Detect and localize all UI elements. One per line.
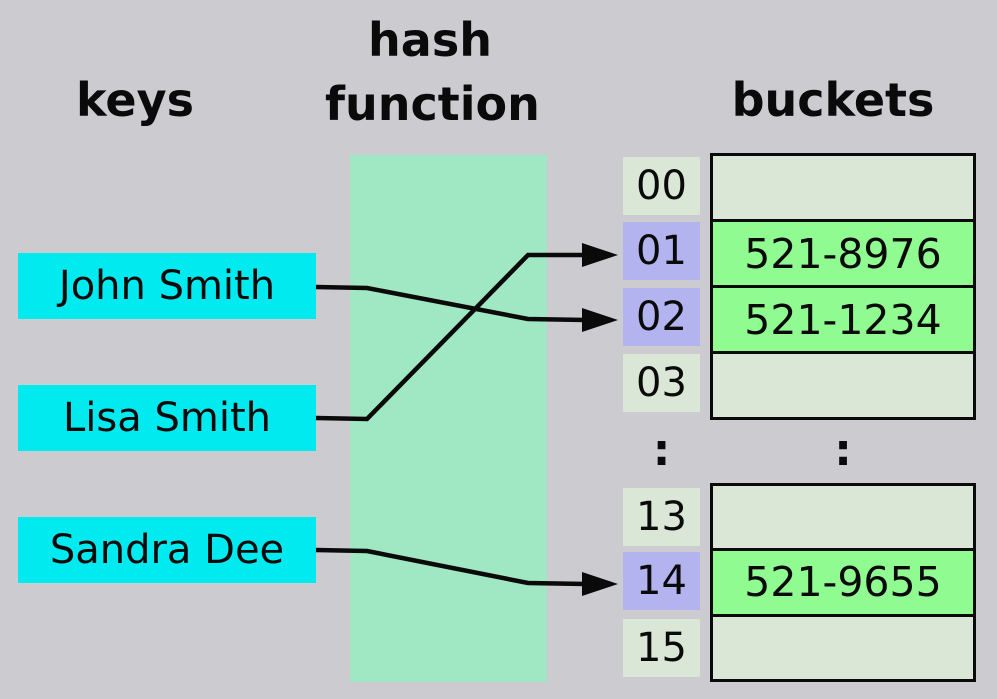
bucket-cell-14: 521-9655	[713, 548, 973, 614]
arrow-john-smith-to-02	[315, 284, 618, 332]
bucket-column-ellipsis: :	[834, 424, 852, 476]
bucket-index-14: 14	[623, 552, 700, 610]
bucket-index-03: 03	[623, 354, 700, 412]
bucket-index-13: 13	[623, 488, 700, 546]
hash-function-header-line1: hash	[368, 13, 492, 67]
keys-header: keys	[76, 73, 194, 127]
bucket-cell-02: 521-1234	[713, 285, 973, 351]
bucket-index-00: 00	[623, 157, 700, 215]
buckets-header: buckets	[731, 73, 935, 127]
bucket-index-02: 02	[623, 288, 700, 346]
bucket-cell-01: 521-8976	[713, 219, 973, 285]
key-box-sandra-dee: Sandra Dee	[18, 517, 316, 583]
bucket-index-01: 01	[623, 222, 700, 280]
hash-function-header-line2: function	[325, 77, 540, 131]
index-column-ellipsis: :	[652, 424, 671, 476]
bucket-table-upper: 521-8976 521-1234	[710, 153, 976, 420]
key-box-lisa-smith: Lisa Smith	[18, 385, 316, 451]
arrow-sandra-dee-to-14	[315, 547, 618, 596]
bucket-cell-00	[713, 156, 973, 219]
hash-function-header: hash function	[325, 8, 540, 136]
bucket-index-15: 15	[623, 619, 700, 677]
hash-function-band	[350, 155, 547, 682]
bucket-cell-03	[713, 351, 973, 417]
bucket-cell-13	[713, 486, 973, 549]
bucket-cell-15	[713, 613, 973, 679]
arrow-lisa-smith-to-01	[315, 243, 618, 422]
key-box-john-smith: John Smith	[18, 253, 316, 319]
bucket-table-lower: 521-9655	[710, 483, 976, 682]
